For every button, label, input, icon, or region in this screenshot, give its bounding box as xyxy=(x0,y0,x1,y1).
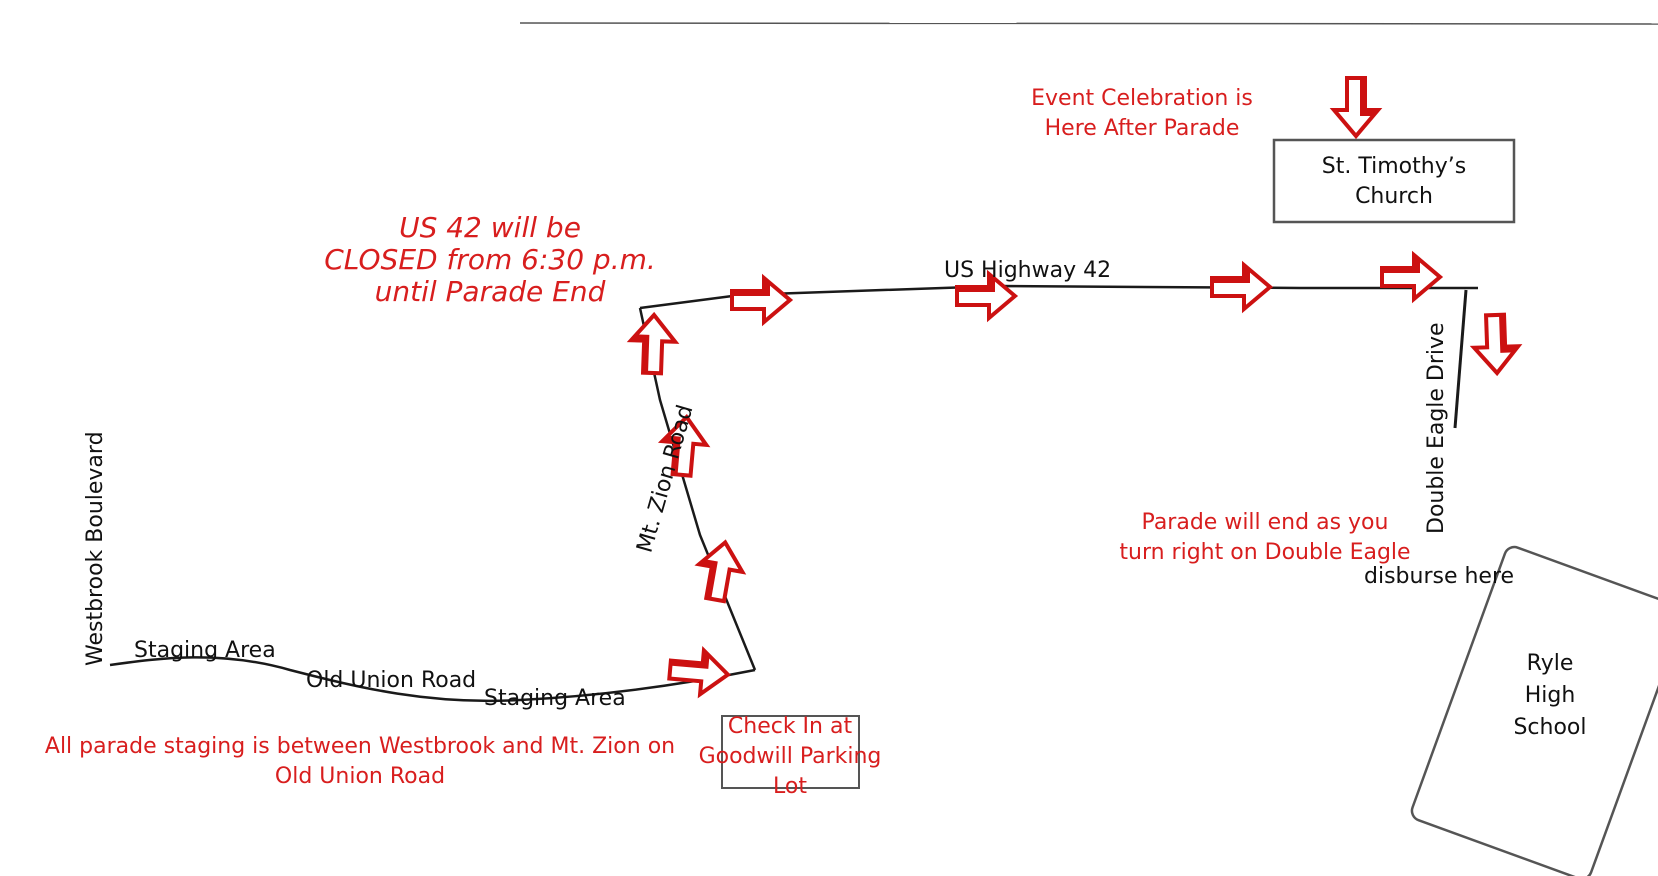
school-building xyxy=(1410,545,1658,876)
check-in-note-line: Goodwill Parking xyxy=(698,744,882,769)
staging-note: All parade staging is between Westbrook … xyxy=(40,732,680,792)
check-in-note: Check In at Goodwill Parking Lot xyxy=(690,712,890,802)
block-arrow-icon xyxy=(1332,76,1380,138)
block-arrow-icon xyxy=(1210,263,1272,311)
block-arrow-icon xyxy=(666,645,732,699)
check-in-note-line: Lot xyxy=(773,774,807,799)
church-label-line: Church xyxy=(1355,184,1433,209)
double-eagle-drive-label: Double Eagle Drive xyxy=(1424,322,1449,534)
church-building xyxy=(1272,138,1516,224)
staging-area-label: Staging Area xyxy=(484,686,626,711)
parade-end-note-line: Parade will end as you xyxy=(1141,510,1389,535)
celebration-note-line: Event Celebration is xyxy=(1031,86,1253,111)
double-eagle-drive-line xyxy=(1453,289,1468,429)
church-label: St. Timothy’s Church xyxy=(1274,152,1514,212)
parade-end-note-line: turn right on Double Eagle xyxy=(1119,540,1411,565)
closure-note-line: US 42 will be xyxy=(399,211,581,244)
closure-note-line: until Parade End xyxy=(374,275,606,308)
celebration-note: Event Celebration is Here After Parade xyxy=(1022,84,1262,144)
block-arrow-icon xyxy=(1380,253,1442,301)
old-union-road-label: Old Union Road xyxy=(306,668,477,693)
westbrook-boulevard-label: Westbrook Boulevard xyxy=(83,431,108,666)
school-label-line: Ryle xyxy=(1526,651,1574,676)
school-label: Ryle High School xyxy=(1500,648,1600,744)
closure-note-line: CLOSED from 6:30 p.m. xyxy=(324,243,656,276)
check-in-box xyxy=(721,715,860,789)
staging-note-line: All parade staging is between Westbrook … xyxy=(44,734,676,759)
parade-end-note: Parade will end as you turn right on Dou… xyxy=(1110,508,1420,568)
celebration-note-line: Here After Parade xyxy=(1044,116,1240,141)
school-label-line: School xyxy=(1513,715,1587,740)
block-arrow-icon xyxy=(1473,314,1519,374)
school-label-line: High xyxy=(1524,683,1576,708)
disburse-label: disburse here xyxy=(1364,564,1515,589)
closure-note: US 42 will be CLOSED from 6:30 p.m. unti… xyxy=(300,212,680,308)
old-union-road-line xyxy=(109,656,756,703)
top-border-line xyxy=(519,22,1658,25)
block-arrow-icon xyxy=(730,276,792,324)
church-label-line: St. Timothy’s xyxy=(1321,154,1467,179)
check-in-note-line: Check In at xyxy=(727,714,853,739)
us-highway-42-label: US Highway 42 xyxy=(944,258,1112,283)
block-arrow-icon xyxy=(691,536,749,606)
staging-note-line: Old Union Road xyxy=(274,764,446,789)
block-arrow-icon xyxy=(630,314,676,374)
staging-area-label: Staging Area xyxy=(134,638,276,663)
